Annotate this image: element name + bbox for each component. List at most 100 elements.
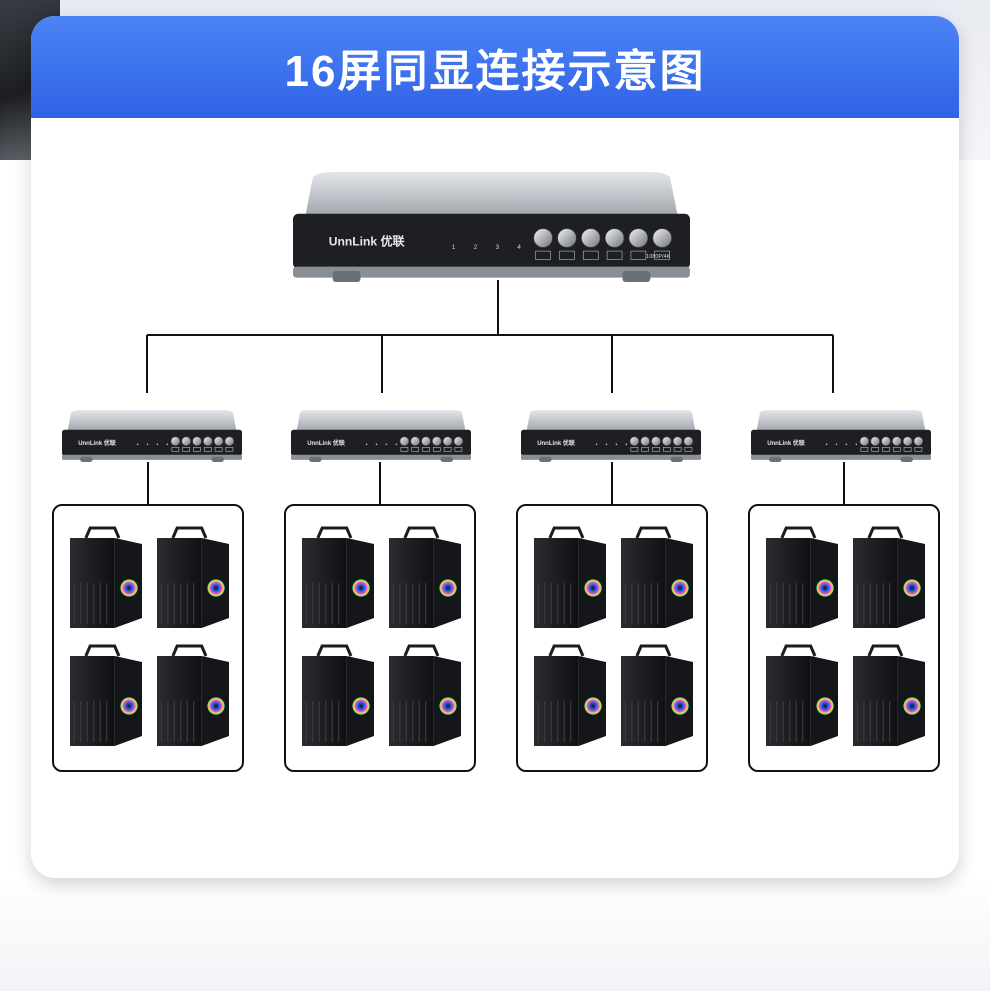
- switch-foot-right: [670, 457, 683, 462]
- switch-knob: [684, 437, 693, 446]
- computer-rgb-fan: [207, 697, 224, 714]
- computer-rgb-fan: [352, 697, 369, 714]
- computer-rgb-fan: [903, 579, 920, 596]
- sub-switch-1: UnnLink 优联: [62, 410, 242, 462]
- computer-tower: [157, 646, 229, 746]
- switch-foot-left: [333, 271, 361, 282]
- switch-knob: [871, 437, 880, 446]
- switch-port-number: 4: [517, 244, 521, 251]
- switch-port-dot: [167, 444, 169, 446]
- switch-port-dot: [596, 444, 598, 446]
- switch-port-dot: [616, 444, 618, 446]
- computer-tower: [70, 646, 142, 746]
- switch-knob: [443, 437, 452, 446]
- computer-front-panel: [534, 538, 579, 628]
- switch-mode-label: 1080P/4K: [646, 254, 670, 260]
- computer-tower: [389, 528, 461, 628]
- switch-top-shell: [296, 410, 465, 432]
- switch-knob: [411, 437, 420, 446]
- switch-foot-right: [440, 457, 453, 462]
- computer-rgb-fan: [816, 579, 833, 596]
- computer-front-panel: [70, 656, 115, 746]
- computer-rgb-fan: [120, 697, 137, 714]
- switch-brand: UnnLink 优联: [307, 439, 345, 447]
- switch-knob: [629, 229, 648, 248]
- computer-rgb-fan: [671, 579, 688, 596]
- connector-lines: [147, 280, 844, 505]
- computer-tower: [621, 528, 693, 628]
- switch-knob: [432, 437, 441, 446]
- computer-rgb-fan: [584, 579, 601, 596]
- computer-tower: [853, 528, 925, 628]
- computer-rgb-fan: [816, 697, 833, 714]
- computer-rgb-fan: [903, 697, 920, 714]
- switch-knob: [882, 437, 891, 446]
- switch-top-shell: [756, 410, 925, 432]
- computer-tower: [302, 646, 374, 746]
- computer-front-panel: [853, 656, 898, 746]
- switch-port-dot: [836, 444, 838, 446]
- computer-front-panel: [621, 538, 666, 628]
- computer-front-panel: [766, 656, 811, 746]
- computer-tower: [389, 646, 461, 746]
- switch-port-dot: [826, 444, 828, 446]
- switch-knob: [454, 437, 463, 446]
- switch-port-dot: [606, 444, 608, 446]
- switch-port-dot: [396, 444, 398, 446]
- computer-rgb-fan: [439, 697, 456, 714]
- switch-foot-left: [80, 457, 93, 462]
- switch-top-shell: [526, 410, 695, 432]
- computer-front-panel: [766, 538, 811, 628]
- computer-tower: [766, 646, 838, 746]
- switch-port-dot: [856, 444, 858, 446]
- switch-top-shell: [305, 172, 678, 218]
- computer-tower: [853, 646, 925, 746]
- computer-tower: [766, 528, 838, 628]
- computer-front-panel: [157, 538, 202, 628]
- switch-port-dot: [626, 444, 628, 446]
- switch-knob: [581, 229, 600, 248]
- switch-knob: [182, 437, 191, 446]
- switch-port-dot: [376, 444, 378, 446]
- switch-knob: [605, 229, 624, 248]
- switch-foot-left: [309, 457, 322, 462]
- switch-knob: [630, 437, 639, 446]
- computer-tower: [534, 646, 606, 746]
- computer-rgb-fan: [120, 579, 137, 596]
- switch-knob: [225, 437, 234, 446]
- switch-knob: [662, 437, 671, 446]
- computer-rgb-fan: [584, 697, 601, 714]
- switch-foot-left: [539, 457, 552, 462]
- switch-port-number: 1: [452, 244, 456, 251]
- switch-port-dot: [366, 444, 368, 446]
- computer-front-panel: [302, 538, 347, 628]
- computer-front-panel: [853, 538, 898, 628]
- switch-knob: [641, 437, 650, 446]
- switch-knob: [652, 437, 661, 446]
- switch-knob: [400, 437, 409, 446]
- computer-rgb-fan: [439, 579, 456, 596]
- computer-front-panel: [389, 538, 434, 628]
- switch-brand: UnnLink 优联: [767, 439, 805, 447]
- computer-rgb-fan: [671, 697, 688, 714]
- computer-tower: [621, 646, 693, 746]
- computer-front-panel: [534, 656, 579, 746]
- computer-front-panel: [157, 656, 202, 746]
- switch-knob: [903, 437, 912, 446]
- switch-port-dot: [846, 444, 848, 446]
- switch-port-dot: [386, 444, 388, 446]
- sub-switch-4: UnnLink 优联: [751, 410, 931, 462]
- switch-foot-left: [769, 457, 782, 462]
- switch-knob: [914, 437, 923, 446]
- switch-port-dot: [147, 444, 149, 446]
- switch-brand: UnnLink 优联: [78, 439, 116, 447]
- computer-rgb-fan: [352, 579, 369, 596]
- switch-knob: [860, 437, 869, 446]
- switch-port-dot: [137, 444, 139, 446]
- switch-knob: [892, 437, 901, 446]
- switch-brand: UnnLink 优联: [537, 439, 575, 447]
- computer-tower: [302, 528, 374, 628]
